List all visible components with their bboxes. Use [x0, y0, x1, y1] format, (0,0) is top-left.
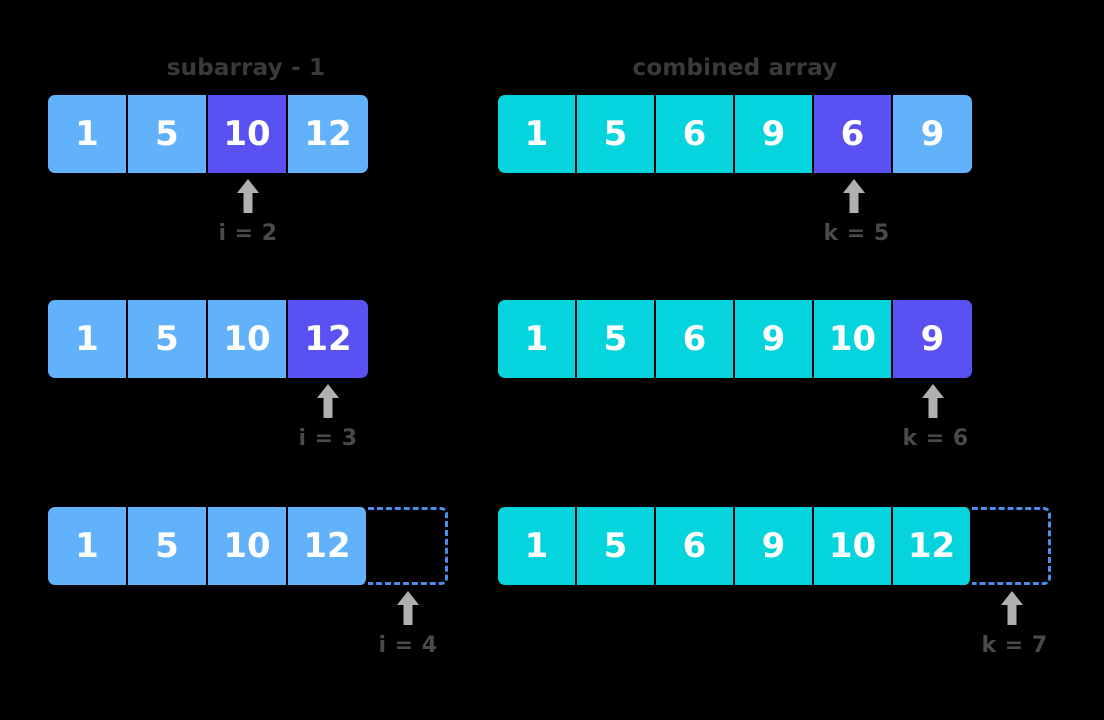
- array-cell: 12: [893, 507, 972, 585]
- array-cell: 5: [577, 95, 656, 173]
- array-cell: 1: [498, 300, 577, 378]
- array-cell: 5: [577, 507, 656, 585]
- up-arrow-icon: [1000, 591, 1023, 625]
- array-cell: 5: [128, 300, 208, 378]
- array-cell: 12: [288, 300, 368, 378]
- pointer-label: i = 3: [298, 426, 358, 451]
- array-cell: 12: [288, 507, 368, 585]
- array-cell: 12: [288, 95, 368, 173]
- array-cell: 6: [814, 95, 893, 173]
- array-cell: 5: [577, 300, 656, 378]
- array-cell: 1: [48, 300, 128, 378]
- pointer-label: i = 2: [218, 221, 278, 246]
- array-cell: 9: [735, 300, 814, 378]
- pointer-left-row-2: i = 3: [298, 384, 358, 451]
- pointer-left-row-1: i = 2: [218, 179, 278, 246]
- right-column-heading: combined array: [632, 55, 838, 81]
- pointer-right-row-3: k = 7: [981, 591, 1048, 658]
- array-cell: 5: [128, 95, 208, 173]
- array-cell: 10: [814, 300, 893, 378]
- pointer-right-row-2: k = 6: [902, 384, 969, 451]
- up-arrow-icon: [317, 384, 339, 418]
- array-cell: 10: [208, 507, 288, 585]
- array-cell: 6: [656, 507, 735, 585]
- pointer-right-row-1: k = 5: [823, 179, 890, 246]
- pointer-left-row-3: i = 4: [378, 591, 438, 658]
- array-cell: 1: [498, 95, 577, 173]
- up-arrow-icon: [397, 591, 419, 625]
- array-cell: 6: [656, 300, 735, 378]
- array-cell: 10: [208, 300, 288, 378]
- array-cell: 10: [208, 95, 288, 173]
- array-cell: 1: [498, 507, 577, 585]
- array-cell: 6: [656, 95, 735, 173]
- array-cell: 5: [128, 507, 208, 585]
- pointer-label: i = 4: [378, 633, 438, 658]
- pointer-label: k = 5: [823, 221, 890, 246]
- array-cell: 10: [814, 507, 893, 585]
- up-arrow-icon: [921, 384, 944, 418]
- array-cell: 1: [48, 95, 128, 173]
- up-arrow-icon: [842, 179, 865, 213]
- up-arrow-icon: [237, 179, 259, 213]
- array-cell: 9: [893, 95, 972, 173]
- pointer-label: k = 6: [902, 426, 969, 451]
- array-cell: 9: [893, 300, 972, 378]
- pointer-label: k = 7: [981, 633, 1048, 658]
- array-cell: 1: [48, 507, 128, 585]
- array-cell-empty: [368, 507, 448, 585]
- array-cell: 9: [735, 507, 814, 585]
- array-cell: 9: [735, 95, 814, 173]
- array-cell-empty: [972, 507, 1051, 585]
- left-column-heading: subarray - 1: [166, 55, 326, 81]
